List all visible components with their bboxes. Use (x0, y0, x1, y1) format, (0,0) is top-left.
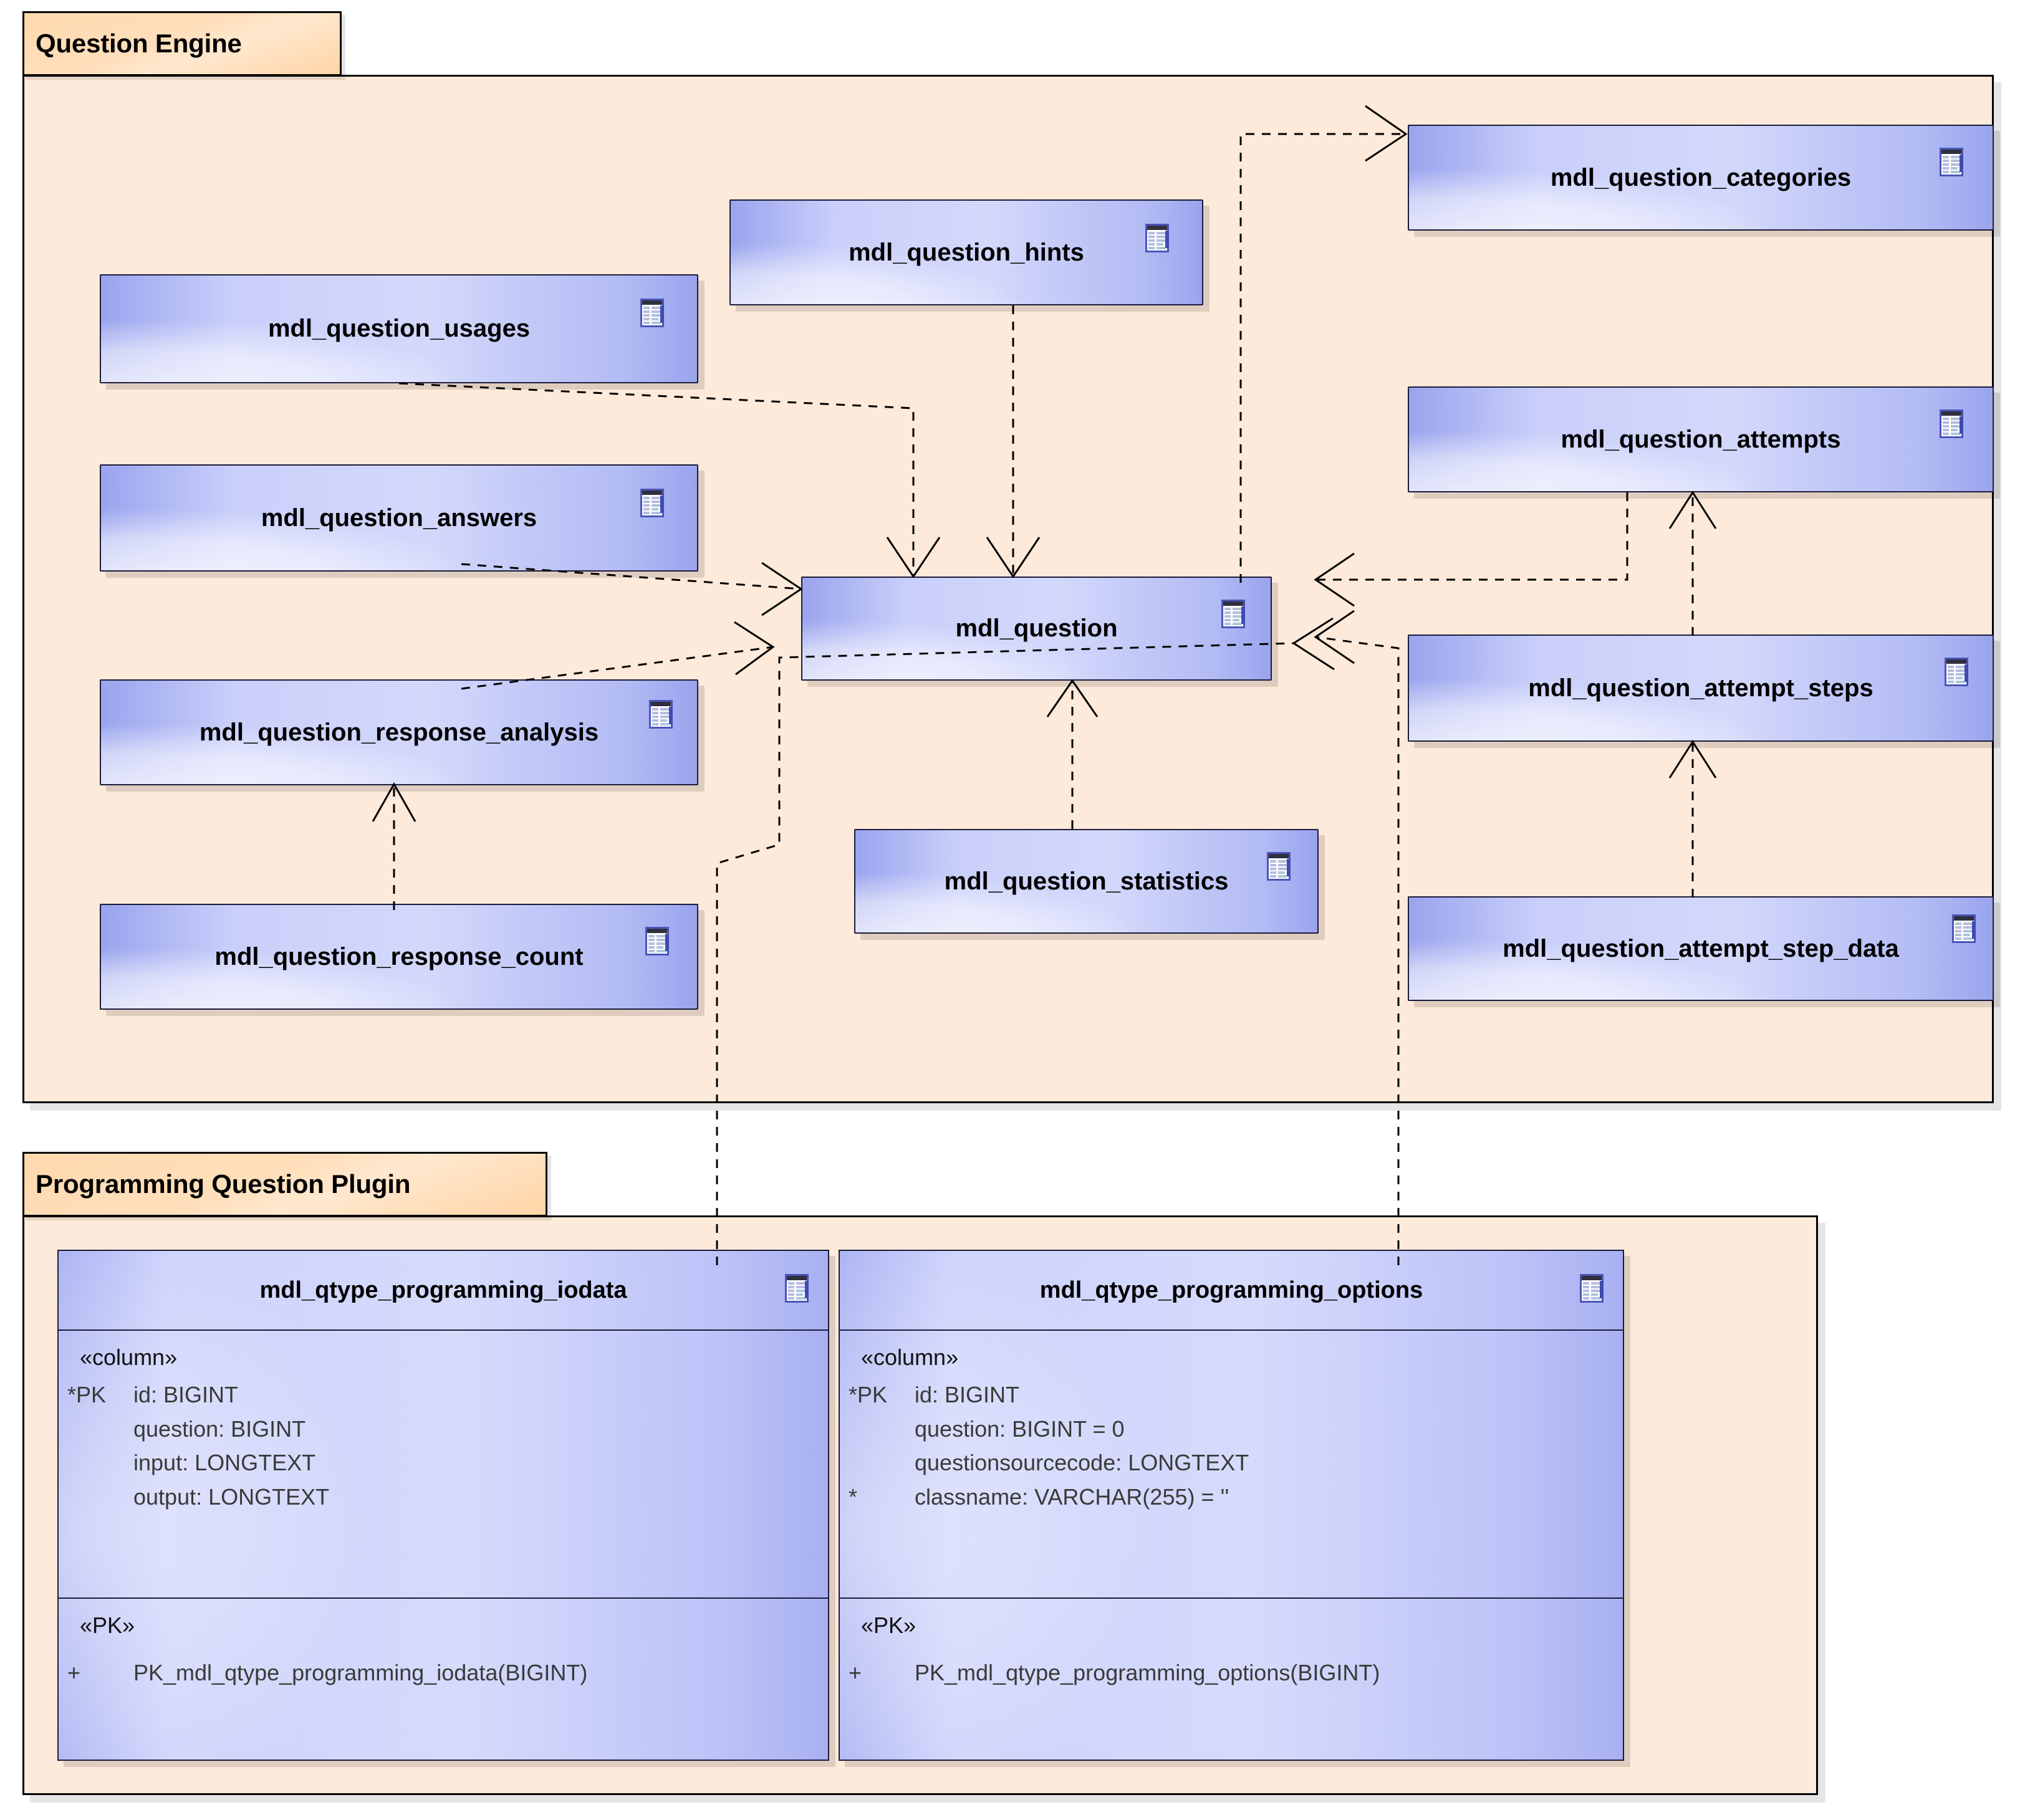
column-key (840, 1446, 915, 1480)
table-title: mdl_question (955, 615, 1118, 642)
column-text: id: BIGINT (133, 1382, 239, 1407)
table-node-mdl-question-hints[interactable]: mdl_question_hints (729, 199, 1203, 305)
table-icon (649, 700, 673, 729)
table-title: mdl_question_categories (1550, 163, 1852, 191)
table-icon (785, 1274, 809, 1303)
table-icon (1952, 914, 1976, 943)
key-visibility: + (849, 1660, 862, 1685)
pk-stereotype: «PK» (80, 1612, 135, 1638)
detailed-table-title: mdl_qtype_programming_iodata (259, 1276, 627, 1303)
table-icon (1580, 1274, 1604, 1303)
column-row: *PK id: BIGINT (840, 1378, 1623, 1412)
table-node-mdl-question-response-analysis[interactable]: mdl_question_response_analysis (100, 679, 698, 785)
table-title: mdl_question_response_count (214, 942, 584, 970)
key-visibility: + (67, 1660, 81, 1685)
key-text: PK_mdl_qtype_programming_iodata(BIGINT) (133, 1660, 588, 1685)
key-row: + PK_mdl_qtype_programming_iodata(BIGINT… (59, 1646, 828, 1690)
column-row: input: LONGTEXT (59, 1446, 828, 1480)
column-text: id: BIGINT (915, 1382, 1020, 1407)
table-title: mdl_question_response_analysis (199, 718, 599, 746)
column-text: output: LONGTEXT (133, 1484, 330, 1510)
table-node-mdl-question-attempt-step-data[interactable]: mdl_question_attempt_step_data (1408, 896, 1994, 1001)
detailed-table-header: mdl_qtype_programming_iodata (59, 1251, 828, 1331)
column-text: questionsourcecode: LONGTEXT (915, 1450, 1249, 1476)
table-title: mdl_question_attempt_steps (1528, 674, 1873, 702)
column-text: question: BIGINT (133, 1415, 306, 1442)
column-row: * classname: VARCHAR(255) = '' (840, 1480, 1623, 1515)
keys-compartment: «PK» + PK_mdl_qtype_programming_iodata(B… (59, 1597, 828, 1760)
table-node-mdl-question-answers[interactable]: mdl_question_answers (100, 464, 698, 572)
table-icon (1940, 148, 1963, 176)
column-key (59, 1480, 133, 1515)
detailed-table-header: mdl_qtype_programming_options (840, 1251, 1623, 1331)
detailed-table-title: mdl_qtype_programming_options (1039, 1276, 1423, 1303)
column-row: question: BIGINT (59, 1412, 828, 1447)
table-icon (1940, 410, 1963, 438)
table-title: mdl_question_attempts (1561, 425, 1841, 453)
package-tab-question-engine[interactable]: Question Engine (22, 11, 342, 76)
column-key: *PK (849, 1382, 888, 1407)
columns-compartment: «column» *PK id: BIGINT question: BIGINT… (840, 1331, 1623, 1597)
column-stereotype: «column» (80, 1344, 178, 1370)
table-node-mdl-question-attempt-steps[interactable]: mdl_question_attempt_steps (1408, 635, 1994, 742)
table-node-mdl-question-categories[interactable]: mdl_question_categories (1408, 125, 1994, 231)
table-node-mdl-question[interactable]: mdl_question (801, 577, 1272, 681)
package-title-programming-question-plugin: Programming Question Plugin (36, 1169, 411, 1199)
column-key: * (849, 1484, 858, 1510)
column-row: *PK id: BIGINT (59, 1378, 828, 1412)
table-icon (640, 489, 664, 517)
table-icon (645, 927, 669, 956)
table-node-mdl-question-attempts[interactable]: mdl_question_attempts (1408, 386, 1994, 492)
table-title: mdl_question_attempt_step_data (1503, 934, 1899, 962)
pk-stereotype: «PK» (861, 1612, 916, 1638)
detailed-table-mdl-qtype-programming-options[interactable]: mdl_qtype_programming_options «column» *… (839, 1250, 1624, 1761)
column-key (59, 1412, 133, 1447)
column-text: question: BIGINT = 0 (915, 1415, 1125, 1442)
table-title: mdl_question_usages (267, 315, 531, 342)
column-text: input: LONGTEXT (133, 1450, 316, 1476)
column-row: question: BIGINT = 0 (840, 1412, 1623, 1447)
column-text: classname: VARCHAR(255) = '' (915, 1484, 1229, 1510)
table-icon (1145, 224, 1169, 252)
columns-compartment: «column» *PK id: BIGINT question: BIGINT… (59, 1331, 828, 1597)
package-title-question-engine: Question Engine (36, 29, 242, 58)
table-icon (1221, 600, 1245, 628)
table-icon (1267, 852, 1291, 881)
table-icon (640, 299, 664, 327)
table-node-mdl-question-statistics[interactable]: mdl_question_statistics (854, 829, 1319, 934)
column-key: *PK (67, 1382, 107, 1407)
column-stereotype: «column» (861, 1344, 959, 1370)
key-text: PK_mdl_qtype_programming_options(BIGINT) (915, 1660, 1380, 1685)
table-node-mdl-question-response-count[interactable]: mdl_question_response_count (100, 904, 698, 1010)
keys-compartment: «PK» + PK_mdl_qtype_programming_options(… (840, 1597, 1623, 1760)
detailed-table-mdl-qtype-programming-iodata[interactable]: mdl_qtype_programming_iodata «column» *P… (57, 1250, 829, 1761)
package-tab-programming-question-plugin[interactable]: Programming Question Plugin (22, 1152, 547, 1217)
column-key (59, 1446, 133, 1480)
table-node-mdl-question-usages[interactable]: mdl_question_usages (100, 274, 698, 383)
column-row: output: LONGTEXT (59, 1480, 828, 1515)
key-row: + PK_mdl_qtype_programming_options(BIGIN… (840, 1646, 1623, 1690)
column-row: questionsourcecode: LONGTEXT (840, 1446, 1623, 1480)
column-key (840, 1412, 915, 1447)
table-icon (1945, 658, 1968, 686)
table-title: mdl_question_hints (849, 238, 1084, 266)
table-title: mdl_question_statistics (944, 867, 1229, 895)
table-title: mdl_question_answers (261, 504, 537, 532)
